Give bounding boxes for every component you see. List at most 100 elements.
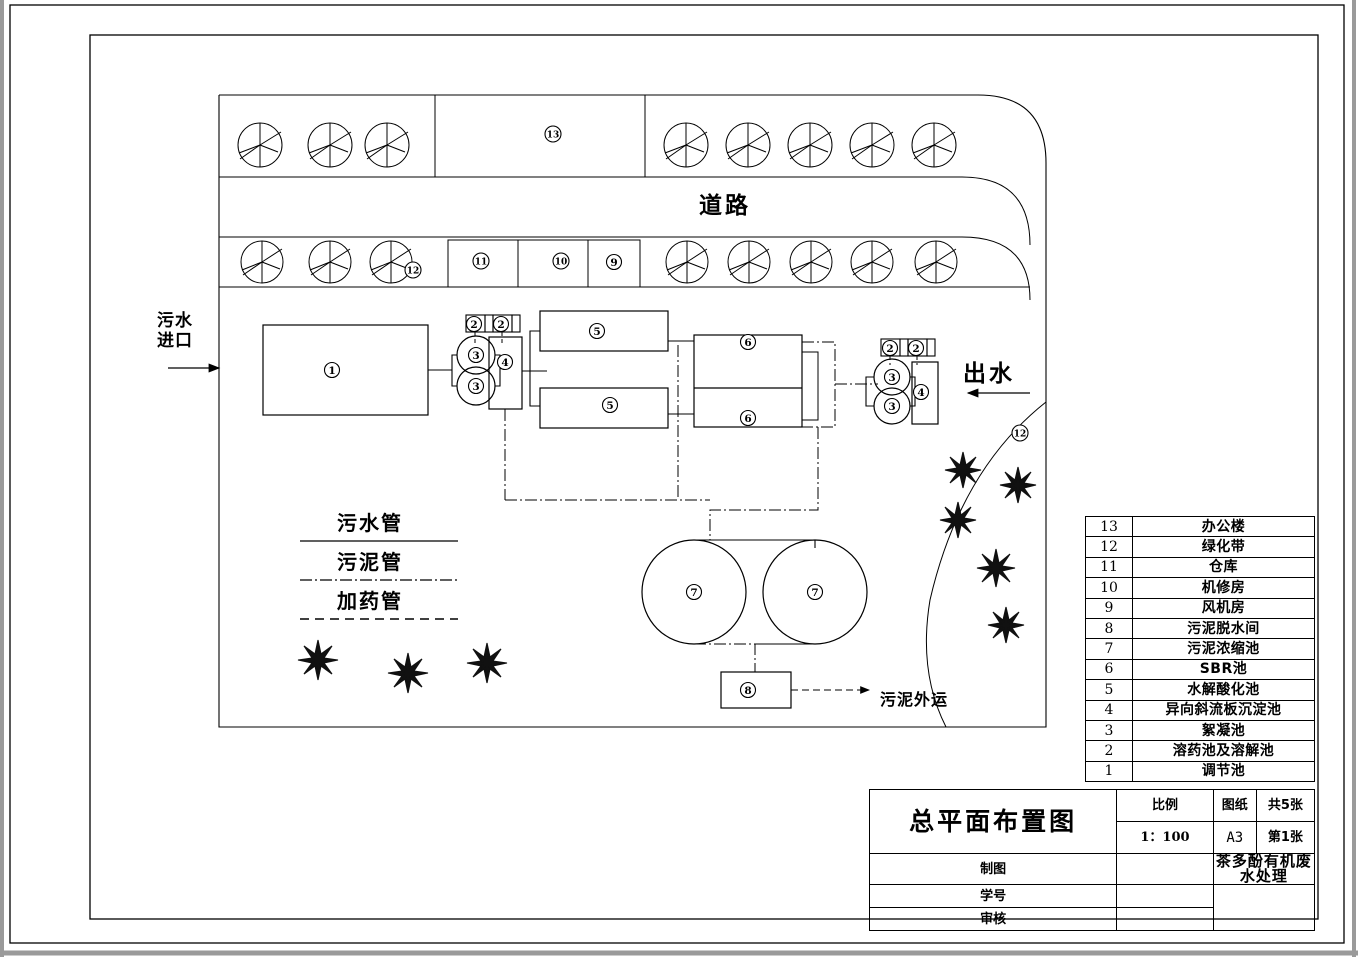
- legend-name: 风机房: [1132, 597, 1315, 619]
- marker-index: 2: [470, 319, 477, 331]
- tree-symbols: [237, 122, 958, 284]
- tree-icon: [911, 122, 957, 168]
- marker-circle: [492, 315, 510, 333]
- plan-marker-6: 6: [739, 333, 757, 351]
- plan-marker-7: 7: [685, 583, 703, 601]
- current-sheet: 第1张: [1255, 821, 1316, 854]
- legend-name: 机修房: [1132, 577, 1315, 599]
- marker-circle: [601, 396, 619, 414]
- marker-circle: [883, 397, 901, 415]
- marker-circle: [588, 322, 606, 340]
- legend-index: 4: [1085, 699, 1133, 721]
- plan-marker-3: 3: [467, 346, 485, 364]
- student-id-label: 学号: [868, 884, 1118, 908]
- plan-marker-10: 10: [552, 252, 570, 270]
- marker-index: 7: [811, 587, 818, 599]
- tank-4-final-sedimentation: [911, 361, 939, 425]
- inlet-label-line2: 进口: [157, 330, 193, 351]
- total-sheets: 共5张: [1255, 789, 1316, 822]
- plan-marker-3: 3: [883, 397, 901, 415]
- tank-2-dosing-b-annex: [511, 314, 521, 333]
- inlet-label-line1: 污水: [157, 311, 193, 331]
- inlet-label: 污水 进口: [157, 311, 193, 351]
- plan-marker-3: 3: [883, 368, 901, 386]
- legend-index: 8: [1085, 617, 1133, 640]
- drawing-title: 总平面布置图: [868, 789, 1118, 854]
- marker-circle: [496, 353, 514, 371]
- pipe-sbr-to-thickener: [709, 427, 819, 540]
- reviewer-value[interactable]: [1116, 907, 1214, 931]
- marker-index: 8: [744, 685, 751, 697]
- marker-circle: [907, 339, 925, 357]
- marker-index: 4: [501, 357, 508, 369]
- road-inner-edge-top: [219, 176, 1031, 246]
- plan-marker-4: 4: [912, 383, 930, 401]
- tree-icon: [308, 240, 352, 284]
- marker-circle: [467, 346, 485, 364]
- title-block: 总平面布置图 比例 图纸 共5张 1：100 A3 第1张 制图 茶多酚有机废水…: [868, 789, 1316, 931]
- legend-name: 溶药池及溶解池: [1132, 740, 1315, 762]
- legend-index: 7: [1085, 638, 1133, 660]
- marker-index: 6: [744, 413, 751, 425]
- marker-circle: [883, 368, 901, 386]
- legend-index: 13: [1085, 515, 1133, 538]
- marker-circle: [739, 333, 757, 351]
- marker-index: 2: [912, 343, 919, 355]
- legend-index: 9: [1085, 597, 1133, 619]
- tree-icon: [237, 122, 283, 168]
- marker-index: 11: [475, 258, 488, 268]
- legend-index: 6: [1085, 658, 1133, 681]
- road-outer-edge: [219, 94, 1047, 232]
- road-label: 道路: [699, 193, 751, 219]
- tank-2-final-dosing-b-annex: [926, 338, 936, 357]
- marker-index: 2: [497, 319, 504, 331]
- title-block-blank: [1212, 884, 1316, 931]
- marker-index: 7: [690, 587, 697, 599]
- plan-marker-2: 2: [465, 315, 483, 333]
- pipe-5-inlet-manifold: [529, 330, 540, 407]
- legend-name: 仓库: [1132, 556, 1315, 579]
- marker-index: 13: [547, 131, 560, 141]
- marker-index: 10: [555, 258, 568, 268]
- pipe-5-6-link: [672, 340, 694, 415]
- marker-index: 12: [1014, 430, 1027, 440]
- greenbelt-boundary: [925, 401, 1047, 728]
- tree-icon: [725, 122, 771, 168]
- pipe-legend-wastewater-label: 污水管: [337, 511, 403, 535]
- outlet-label: 出水: [963, 361, 1015, 387]
- plan-marker-7: 7: [806, 583, 824, 601]
- plan-marker-5: 5: [588, 322, 606, 340]
- student-id-value[interactable]: [1116, 884, 1214, 908]
- drafter-label: 制图: [868, 853, 1118, 885]
- legend-name: 办公楼: [1132, 515, 1315, 538]
- marker-index: 9: [610, 257, 617, 269]
- marker-index: 12: [407, 267, 420, 277]
- plan-marker-11: 11: [472, 252, 490, 270]
- marker-index: 5: [606, 400, 613, 412]
- sludge-haul-label: 污泥外运: [880, 690, 949, 709]
- project-name: 茶多酚有机废水处理: [1212, 853, 1316, 885]
- plan-marker-2: 2: [907, 339, 925, 357]
- drafter-value[interactable]: [1116, 853, 1214, 885]
- marker-index: 2: [886, 343, 893, 355]
- inner-frame: [89, 34, 1319, 920]
- legend-index: 2: [1085, 740, 1133, 762]
- marker-circle: [605, 253, 623, 271]
- legend-index: 5: [1085, 679, 1133, 701]
- marker-circle: [685, 583, 703, 601]
- sheet-size-header: 图纸: [1212, 789, 1257, 822]
- plan-marker-1: 1: [323, 361, 341, 379]
- scale-value: 1：100: [1116, 821, 1214, 854]
- shrub-icon: [987, 606, 1025, 644]
- plan-marker-2: 2: [492, 315, 510, 333]
